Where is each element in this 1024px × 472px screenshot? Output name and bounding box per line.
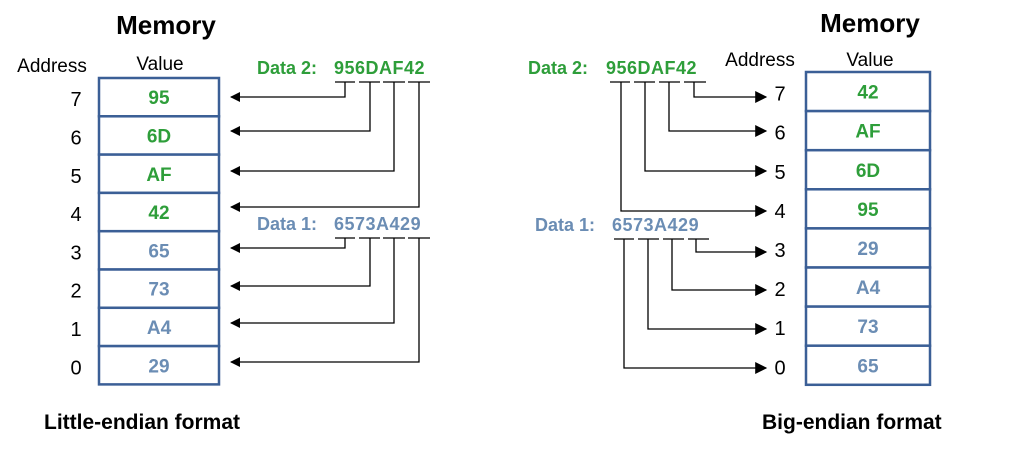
right-data2-label: Data 2:	[528, 58, 588, 78]
left-data1-value: 6573A429	[334, 214, 421, 234]
left-memory-value: 29	[148, 356, 169, 377]
right-memory-address: 7	[774, 84, 785, 106]
right-value-header: Value	[846, 50, 893, 71]
left-connector-lines	[230, 81, 430, 367]
right-arrow-29	[695, 239, 768, 258]
left-arrow-6d	[230, 82, 371, 136]
right-memory-value: 73	[857, 317, 878, 338]
left-memory-value: 95	[148, 88, 170, 109]
left-memory-cell	[97, 268, 221, 310]
left-arrow-73	[230, 238, 371, 291]
right-caption: Big-endian format	[762, 411, 942, 434]
left-arrow-29	[230, 238, 420, 367]
right-memory-value: 29	[857, 239, 878, 260]
left-memory-cell	[97, 191, 221, 233]
left-memory-value: AF	[146, 165, 171, 186]
right-memory-cell	[804, 305, 932, 347]
left-arrow-a4	[230, 238, 395, 328]
right-memory-address: 4	[774, 201, 785, 223]
right-memory-value: AF	[855, 122, 880, 143]
left-value-header: Value	[136, 54, 183, 75]
left-memory-address: 7	[70, 89, 81, 111]
left-memory-value: 6D	[147, 126, 171, 147]
left-memory-address: 0	[70, 357, 81, 379]
right-data1-value: 6573A429	[612, 215, 699, 235]
left-memory-value: 65	[148, 241, 170, 262]
right-memory-address: 3	[774, 240, 785, 262]
left-data2-label: Data 2:	[257, 58, 317, 78]
left-memory-address: 4	[70, 204, 81, 226]
left-memory-heading: Memory	[116, 10, 216, 40]
right-arrow-95	[620, 82, 768, 217]
right-address-header: Address	[725, 50, 795, 71]
right-memory-value: 95	[857, 200, 879, 221]
right-arrow-6d	[644, 82, 768, 177]
left-memory-address: 2	[70, 281, 81, 303]
right-memory-cell	[804, 188, 932, 230]
little-endian-panel: Memory Address Value 95 7 6D 6AF 5 42 4 65 3 73 2A…	[17, 10, 430, 434]
left-memory-value: 42	[148, 203, 169, 224]
big-endian-panel: Memory Address Value 42 7AF 6 6D 5 95 4 29 3A4 2 7…	[528, 8, 942, 434]
right-memory-cell	[804, 266, 932, 308]
left-memory-value: 73	[148, 280, 169, 301]
left-arrow-95	[230, 82, 346, 102]
right-memory-rows: 42 7AF 6 6D 5 95 4 29 3A4 2 73 1 65 0	[774, 70, 932, 387]
right-data1-label: Data 1:	[535, 215, 595, 235]
right-connector-lines	[610, 81, 768, 374]
left-memory-address: 5	[70, 166, 81, 188]
left-arrow-af	[230, 82, 395, 176]
right-memory-cell	[804, 344, 932, 387]
left-memory-address: 1	[70, 319, 81, 341]
right-memory-address: 0	[774, 357, 785, 379]
left-arrow-65	[230, 238, 346, 253]
left-data1-label: Data 1:	[257, 214, 317, 234]
left-data2-value: 956DAF42	[334, 58, 425, 78]
right-memory-value: 6D	[856, 161, 880, 182]
right-memory-address: 6	[774, 123, 785, 145]
left-arrow-42	[230, 82, 420, 212]
right-memory-heading: Memory	[820, 8, 920, 38]
right-data2-value: 956DAF42	[606, 58, 697, 78]
left-memory-address: 3	[70, 242, 81, 264]
left-memory-address: 6	[70, 127, 81, 149]
right-memory-cell	[804, 148, 932, 191]
right-memory-value: 65	[857, 356, 879, 377]
right-memory-address: 2	[774, 279, 785, 301]
right-arrow-42	[693, 82, 768, 103]
left-address-header: Address	[17, 56, 87, 77]
left-memory-rows: 95 7 6D 6AF 5 42 4 65 3 73 2A4 1 29 0	[70, 76, 221, 386]
right-arrow-a4	[671, 239, 768, 296]
left-memory-value: A4	[147, 318, 172, 339]
right-memory-cell	[804, 227, 932, 269]
right-memory-value: A4	[856, 278, 881, 299]
right-memory-cell	[804, 70, 932, 113]
right-memory-address: 1	[774, 318, 785, 340]
right-memory-address: 5	[774, 162, 785, 184]
right-arrow-65	[623, 239, 768, 374]
right-arrow-73	[647, 239, 768, 335]
left-caption: Little-endian format	[44, 411, 240, 434]
right-memory-value: 42	[857, 83, 878, 104]
left-memory-cell	[97, 344, 221, 386]
right-arrow-af	[668, 82, 768, 137]
